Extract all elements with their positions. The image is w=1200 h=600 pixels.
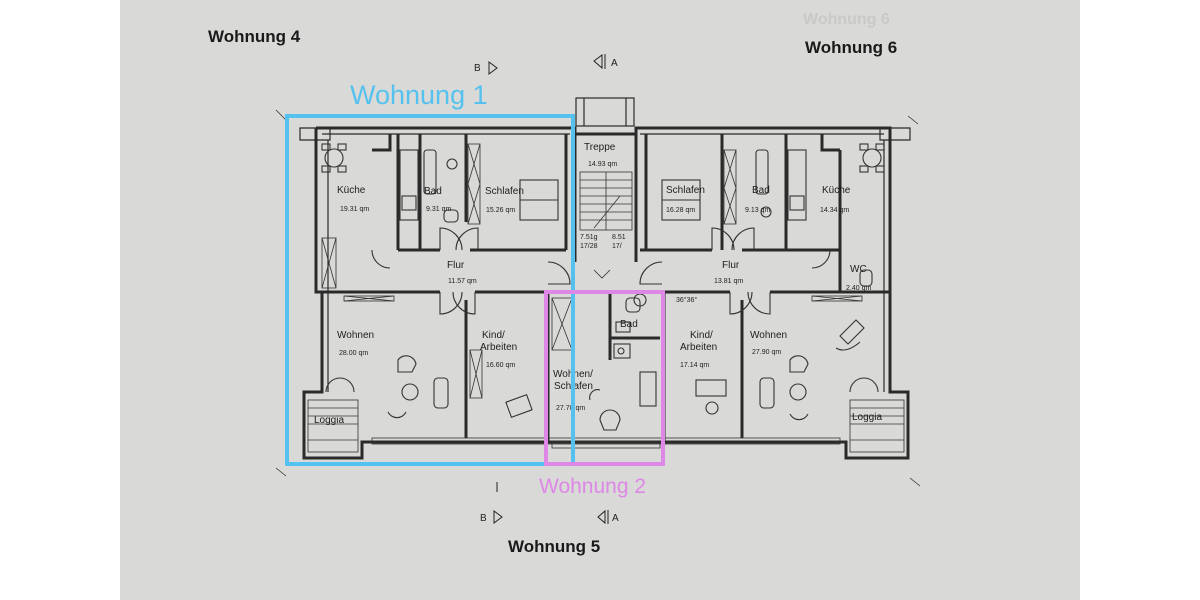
stair-note-right-2: 17/ (612, 243, 622, 250)
room-kind-right: Kind/ (690, 330, 713, 341)
room-bad-right: Bad (752, 185, 770, 196)
room-kind-left: Kind/ (482, 330, 505, 341)
section-marker-b-bottom: B (480, 482, 503, 524)
room-arbeiten-right: Arbeiten (680, 342, 717, 353)
area-schlafen-left: 15.26 qm (486, 207, 515, 214)
windows (321, 143, 863, 449)
room-wohnen-left: Wohnen (337, 330, 374, 341)
room-loggia-right: Loggia (852, 412, 882, 423)
exterior-walls (299, 126, 911, 460)
room-flur-right: Flur (722, 260, 740, 271)
stair-note-right-1: 8.51 (612, 234, 626, 241)
area-flur-left: 11.57 qm (448, 278, 477, 285)
svg-text:A: A (611, 58, 618, 69)
section-marker-b-top: B (474, 61, 498, 75)
area-wohnen-center: 27.70 qm (556, 405, 585, 412)
room-wc-right: WC (850, 264, 867, 275)
room-schlafen-left: Schlafen (485, 186, 524, 197)
highlight-wohnung-2 (544, 290, 665, 466)
area-wohnen-right: 27.90 qm (752, 349, 781, 356)
stair-note-left-2: 17/28 (580, 243, 598, 250)
stair-note-left-1: 7.51g (580, 234, 598, 241)
area-wohnen-left: 28.00 qm (339, 350, 368, 357)
room-schlafen-right: Schlafen (666, 185, 705, 196)
label-wohnung-2: Wohnung 2 (539, 475, 646, 498)
area-flur-right: 13.81 qm (714, 278, 743, 285)
furniture (307, 143, 905, 453)
staircase (579, 171, 633, 279)
area-bad-right: 9.13 qm (745, 207, 770, 214)
svg-text:B: B (480, 513, 487, 524)
room-wohnen-right: Wohnen (750, 330, 787, 341)
room-flur-left: Flur (447, 260, 465, 271)
heading-wohnung-6: Wohnung 6 (805, 38, 897, 57)
area-bad-left: 9.31 qm (426, 206, 451, 213)
room-bad-left: Bad (424, 186, 442, 197)
svg-text:A: A (612, 513, 619, 524)
room-bad-center: Bad (620, 319, 638, 330)
room-treppe: Treppe (584, 142, 616, 153)
room-kueche-left: Küche (337, 185, 366, 196)
svg-text:B: B (474, 63, 481, 74)
area-kind-right: 17.14 qm (680, 362, 709, 369)
doors (325, 227, 879, 393)
angle-note: 36°36° (676, 296, 697, 304)
area-kind-left: 16.60 qm (486, 362, 515, 369)
section-marker-a-top: A (593, 54, 618, 70)
entrance-canopy (575, 97, 635, 127)
label-wohnung-1: Wohnung 1 (350, 80, 488, 110)
room-kueche-right: Küche (822, 185, 851, 196)
blueprint-paper (120, 0, 1080, 600)
area-wc-right: 2.40 qm (846, 285, 871, 292)
heading-wohnung-4: Wohnung 4 (208, 27, 301, 46)
area-treppe: 14.93 qm (588, 161, 617, 168)
room-loggia-left: Loggia (314, 415, 344, 426)
area-kueche-right: 14.34 qm (820, 207, 849, 214)
section-marker-a-bottom: A (597, 509, 619, 525)
room-arbeiten-left: Arbeiten (480, 342, 517, 353)
area-kueche-left: 19.31 qm (340, 206, 369, 213)
faded-heading: Wohnung 6 (803, 11, 890, 28)
heading-wohnung-5: Wohnung 5 (508, 537, 600, 556)
area-schlafen-right: 16.28 qm (666, 207, 695, 214)
